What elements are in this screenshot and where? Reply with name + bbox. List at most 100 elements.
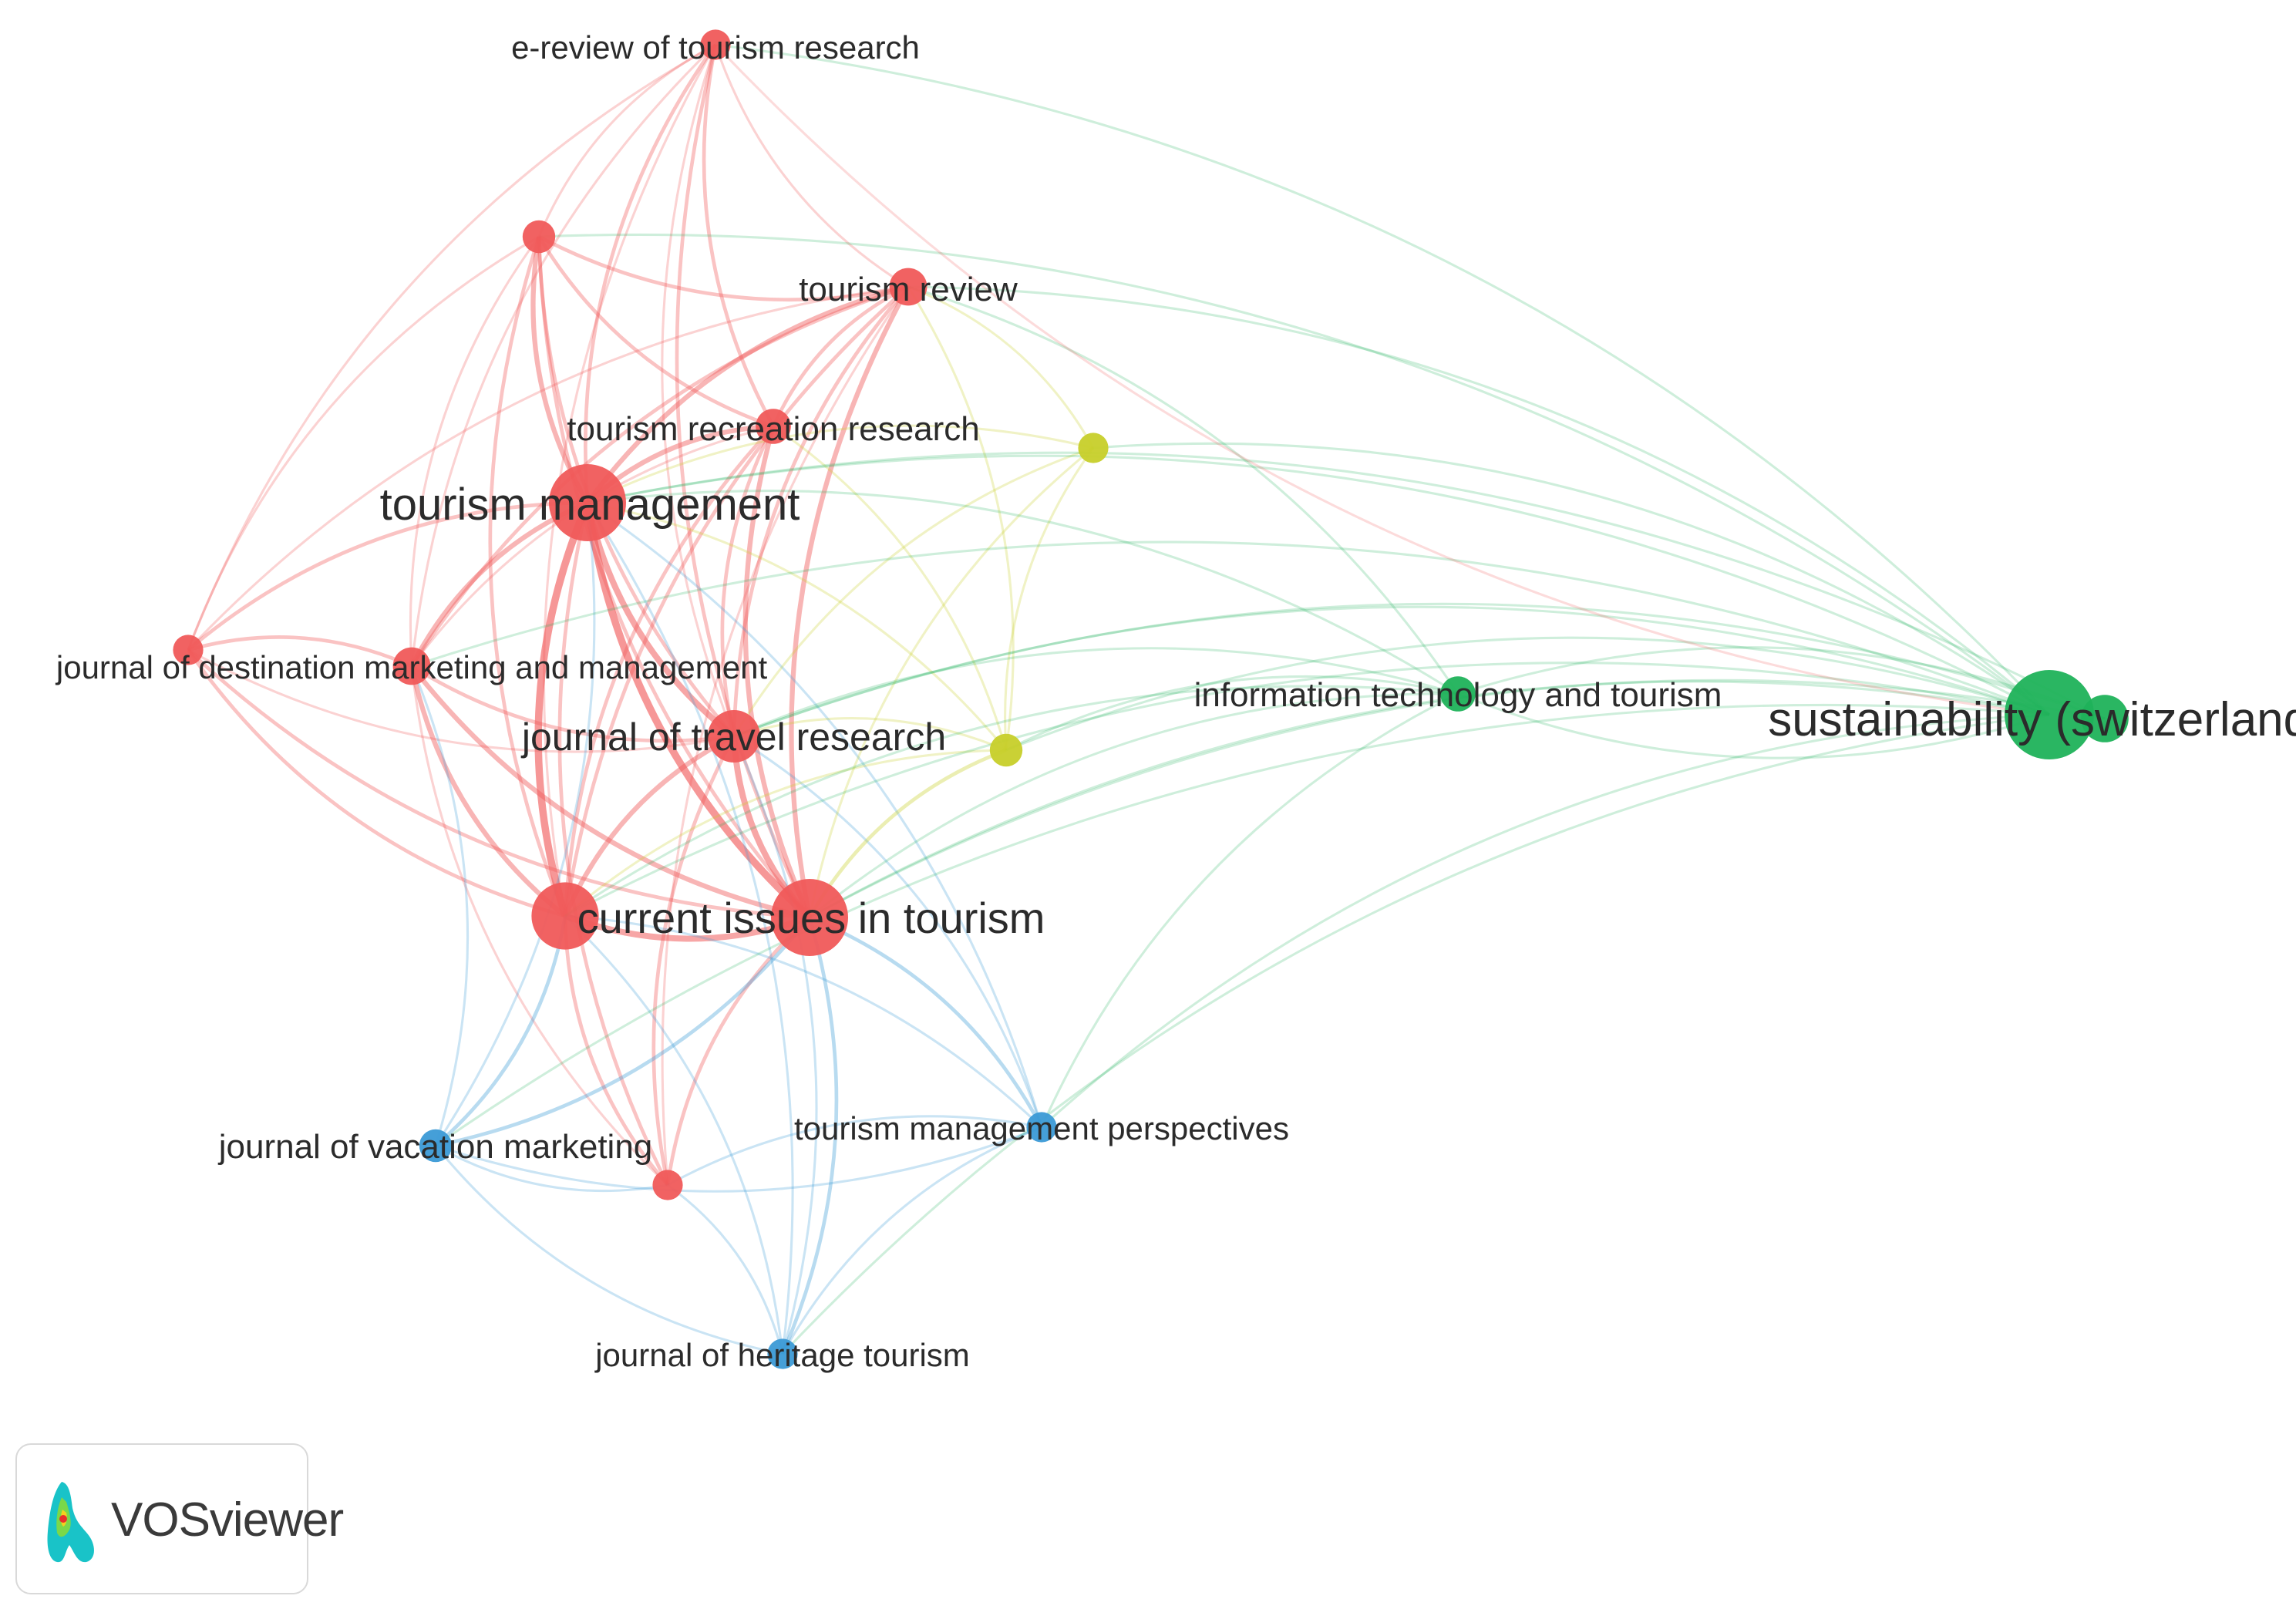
link-g2-jtr xyxy=(733,602,2106,738)
link-trev-r3 xyxy=(563,285,910,917)
link-jdmm-r4 xyxy=(410,665,669,1187)
link-g2-itt xyxy=(1457,646,2106,720)
link-tm-r2 xyxy=(187,500,588,651)
link-g2-cit xyxy=(809,678,2106,919)
node-trev[interactable] xyxy=(889,268,927,306)
link-y1-jtr xyxy=(732,446,1094,737)
link-sust-jdmm xyxy=(411,540,2050,716)
node-jvm[interactable] xyxy=(419,1129,453,1163)
link-y2-r3 xyxy=(564,749,1007,917)
link-tmp-jtr xyxy=(733,735,1043,1128)
link-trev-tm xyxy=(585,284,909,504)
link-tmp-r4 xyxy=(667,1115,1042,1187)
link-erev-trev xyxy=(714,44,909,288)
link-jht-r4 xyxy=(667,1183,784,1355)
node-tm[interactable] xyxy=(549,464,626,541)
link-erev-r3 xyxy=(542,44,717,917)
link-trev-jtr xyxy=(732,285,910,737)
link-erev-cit xyxy=(675,44,812,919)
link-sust-tmp xyxy=(1040,713,2050,1129)
link-jht-tm xyxy=(586,502,794,1355)
link-trr-jtr xyxy=(720,425,776,737)
node-jht[interactable] xyxy=(767,1338,798,1369)
label-tmp: tourism management perspectives xyxy=(794,1110,1289,1146)
node-erev[interactable] xyxy=(700,29,731,60)
link-tmp-tm xyxy=(587,501,1043,1128)
link-itt-trev xyxy=(907,285,1459,695)
node-trr[interactable] xyxy=(756,409,791,444)
link-r1-cit xyxy=(537,236,811,919)
link-erev-r2 xyxy=(187,43,716,651)
vosviewer-logo-text: VOSviewer xyxy=(111,1493,344,1547)
link-tm-r3 xyxy=(534,501,591,917)
node-tmp[interactable] xyxy=(1026,1112,1057,1143)
link-tmp-cit xyxy=(809,915,1044,1129)
node-cit[interactable] xyxy=(771,879,848,956)
vosviewer-logo-icon xyxy=(47,1482,94,1563)
link-tmp-r3 xyxy=(564,914,1043,1129)
link-jvm-r4 xyxy=(435,1144,668,1193)
node-r1[interactable] xyxy=(522,220,556,254)
link-erev-jdmm xyxy=(410,43,717,667)
link-itt-cit xyxy=(809,692,1459,919)
vosviewer-logo: VOSviewer xyxy=(15,1443,344,1594)
link-jdmm-cit xyxy=(409,665,810,921)
link-erev-r1 xyxy=(537,43,716,237)
node-jdmm[interactable] xyxy=(392,647,431,685)
link-itt-y2 xyxy=(1005,675,1459,752)
link-trev-trr xyxy=(771,284,910,427)
node-jtr[interactable] xyxy=(708,710,760,763)
link-jtr-r4 xyxy=(651,735,736,1186)
node-y1[interactable] xyxy=(1078,433,1109,463)
link-jvm-cit xyxy=(435,916,811,1148)
link-jdmm-jtr xyxy=(410,665,735,743)
link-y2-trev xyxy=(907,286,1015,751)
link-trev-r2 xyxy=(187,285,909,651)
link-jvm-jdmm xyxy=(410,665,470,1146)
link-y1-tm xyxy=(587,424,1094,504)
link-r1-trr xyxy=(537,235,774,429)
link-r2-r3 xyxy=(187,648,566,918)
link-y2-tm xyxy=(587,501,1008,751)
link-y2-jtr xyxy=(733,717,1007,752)
node-r4[interactable] xyxy=(652,1170,683,1200)
link-cit-r4 xyxy=(665,916,811,1186)
link-erev-sust xyxy=(714,43,2050,716)
link-sust-jht xyxy=(781,713,2050,1355)
node-g2[interactable] xyxy=(2081,695,2129,742)
link-sust-erev xyxy=(715,43,2051,716)
label-jtr: journal of travel research xyxy=(520,715,946,759)
label-erev: e-review of tourism research xyxy=(511,29,920,66)
label-jvm: journal of vacation marketing xyxy=(217,1128,653,1166)
node-sust[interactable] xyxy=(2005,670,2094,759)
label-jht: journal of heritage tourism xyxy=(594,1337,970,1373)
link-jht-r3 xyxy=(564,914,784,1355)
link-jvm-tm xyxy=(434,502,596,1146)
link-trr-cit xyxy=(742,426,812,919)
link-itt-r3 xyxy=(564,685,1459,917)
link-jht-cit xyxy=(780,917,839,1355)
link-jdmm-r2 xyxy=(187,635,412,668)
link-r3-r4 xyxy=(563,915,669,1187)
label-trev: tourism review xyxy=(799,271,1018,308)
node-r2[interactable] xyxy=(173,635,204,665)
node-r3[interactable] xyxy=(531,882,599,950)
link-sust-y1 xyxy=(1092,442,2050,716)
link-tmp-jht xyxy=(781,1126,1042,1355)
link-r1-r3 xyxy=(488,236,567,917)
link-erev-tm xyxy=(583,43,717,503)
node-y2[interactable] xyxy=(989,733,1023,767)
label-trr: tourism recreation research xyxy=(567,410,980,448)
link-jvm-jht xyxy=(434,1145,783,1355)
link-sust-r3 xyxy=(564,662,2050,917)
link-sust-jtr xyxy=(733,605,2050,738)
link-sust-y2 xyxy=(1005,636,2050,752)
node-itt[interactable] xyxy=(1440,676,1476,712)
label-jdmm: journal of destination marketing and man… xyxy=(55,649,768,685)
link-tm-cit xyxy=(584,502,813,921)
label-tm: tourism management xyxy=(380,480,800,530)
link-y1-y2 xyxy=(1004,447,1095,751)
link-y1-trev xyxy=(907,285,1095,449)
link-trev-jdmm xyxy=(410,284,909,668)
